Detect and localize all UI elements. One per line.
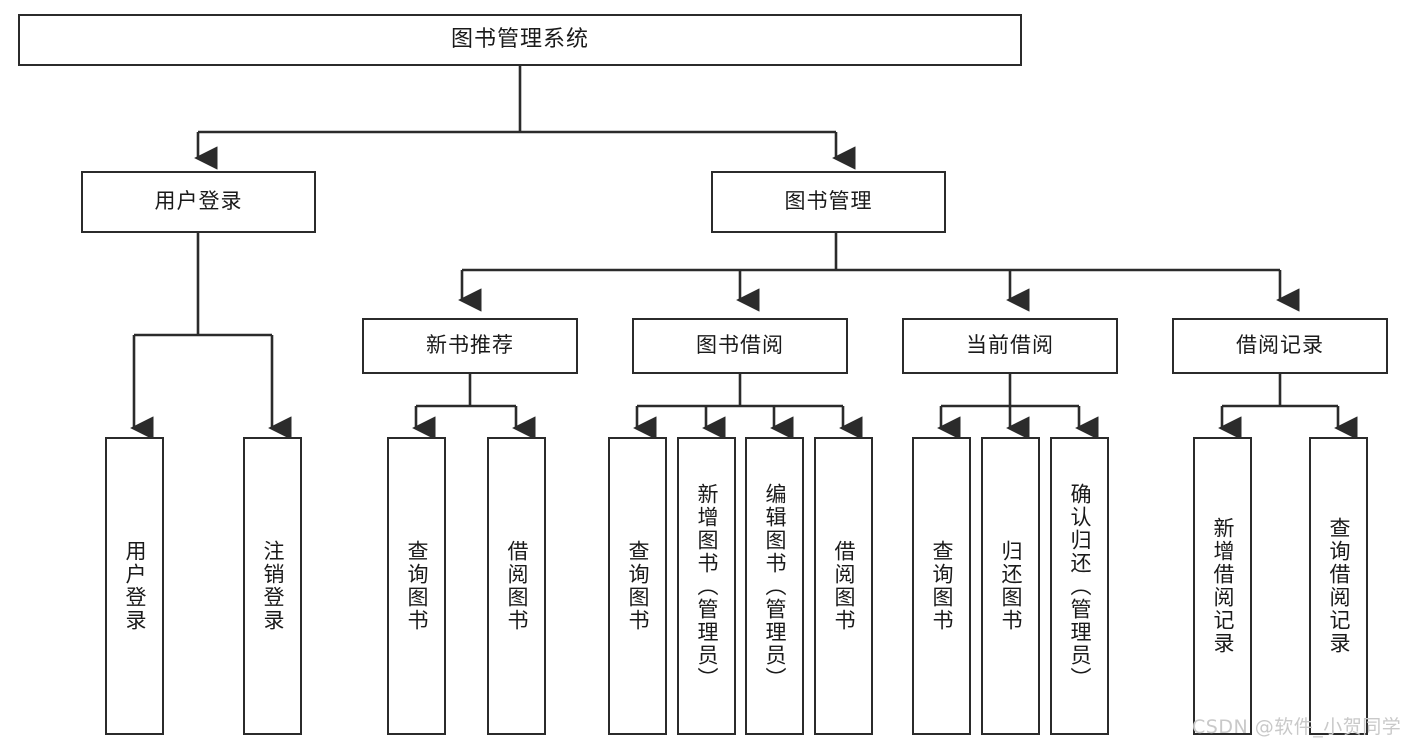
- node-leaf-confirm-return[interactable]: 确认归还（管理员）: [1050, 437, 1109, 735]
- node-leaf-borrow-book-2-label: 借阅图书: [831, 540, 856, 632]
- node-book-borrow-label: 图书借阅: [696, 333, 784, 358]
- node-new-book-rec-label: 新书推荐: [426, 333, 514, 358]
- node-leaf-query-book-1-label: 查询图书: [404, 540, 429, 632]
- node-leaf-logout[interactable]: 注销登录: [243, 437, 302, 735]
- node-root-label: 图书管理系统: [450, 26, 589, 52]
- node-leaf-confirm-return-label: 确认归还（管理员）: [1067, 482, 1092, 690]
- node-leaf-query-book-3-label: 查询图书: [929, 540, 954, 632]
- node-leaf-query-record[interactable]: 查询借阅记录: [1309, 437, 1368, 735]
- node-book-manage-label: 图书管理: [784, 189, 873, 214]
- node-user-login-label: 用户登录: [154, 189, 243, 214]
- node-user-login[interactable]: 用户登录: [81, 171, 316, 233]
- node-leaf-add-record[interactable]: 新增借阅记录: [1193, 437, 1252, 735]
- node-current-borrow[interactable]: 当前借阅: [902, 318, 1118, 374]
- node-borrow-record-label: 借阅记录: [1236, 333, 1324, 358]
- node-leaf-query-book-1[interactable]: 查询图书: [387, 437, 446, 735]
- node-leaf-logout-label: 注销登录: [260, 540, 285, 632]
- node-leaf-user-login-label: 用户登录: [122, 540, 147, 632]
- node-book-borrow[interactable]: 图书借阅: [632, 318, 848, 374]
- node-leaf-add-record-label: 新增借阅记录: [1210, 517, 1235, 655]
- node-root[interactable]: 图书管理系统: [18, 14, 1022, 66]
- node-leaf-user-login[interactable]: 用户登录: [105, 437, 164, 735]
- node-leaf-edit-book-label: 编辑图书（管理员）: [762, 482, 787, 690]
- node-leaf-query-book-2-label: 查询图书: [625, 540, 650, 632]
- node-leaf-add-book-label: 新增图书（管理员）: [694, 482, 719, 690]
- node-leaf-borrow-book-1[interactable]: 借阅图书: [487, 437, 546, 735]
- node-leaf-edit-book[interactable]: 编辑图书（管理员）: [745, 437, 804, 735]
- node-leaf-query-book-2[interactable]: 查询图书: [608, 437, 667, 735]
- node-borrow-record[interactable]: 借阅记录: [1172, 318, 1388, 374]
- node-new-book-rec[interactable]: 新书推荐: [362, 318, 578, 374]
- node-leaf-borrow-book-1-label: 借阅图书: [504, 540, 529, 632]
- watermark-text: CSDN @软件_小贺同学: [1192, 716, 1402, 738]
- node-leaf-return-book[interactable]: 归还图书: [981, 437, 1040, 735]
- node-book-manage[interactable]: 图书管理: [711, 171, 946, 233]
- node-leaf-query-book-3[interactable]: 查询图书: [912, 437, 971, 735]
- node-leaf-add-book[interactable]: 新增图书（管理员）: [677, 437, 736, 735]
- node-leaf-return-book-label: 归还图书: [998, 540, 1023, 632]
- node-leaf-query-record-label: 查询借阅记录: [1326, 517, 1351, 655]
- node-leaf-borrow-book-2[interactable]: 借阅图书: [814, 437, 873, 735]
- node-current-borrow-label: 当前借阅: [966, 333, 1054, 358]
